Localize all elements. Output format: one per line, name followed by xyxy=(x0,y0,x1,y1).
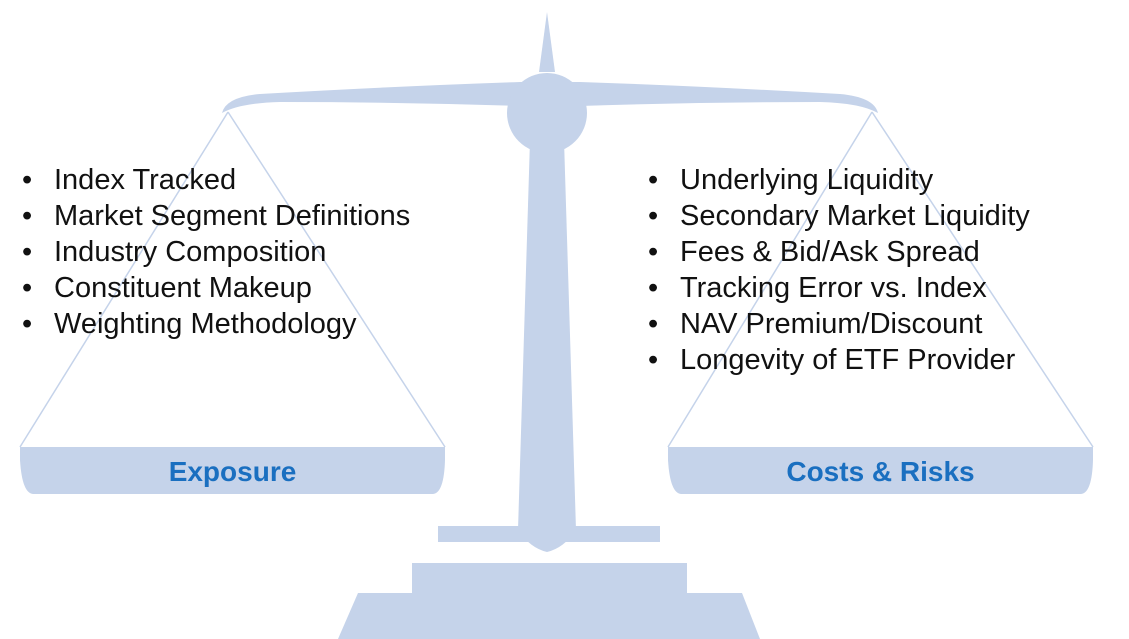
list-item: Tracking Error vs. Index xyxy=(640,270,1129,306)
exposure-label: Exposure xyxy=(168,456,297,487)
costs-risks-label: Costs & Risks xyxy=(786,456,975,487)
scale-base-top xyxy=(438,526,660,542)
list-item: Longevity of ETF Provider xyxy=(640,342,1129,378)
scale-column xyxy=(518,140,576,552)
list-item: Constituent Makeup xyxy=(14,270,454,306)
list-item: Market Segment Definitions xyxy=(14,198,454,234)
costs-risks-list: Underlying Liquidity Secondary Market Li… xyxy=(640,162,1129,378)
scale-pivot xyxy=(507,73,587,153)
list-item: Secondary Market Liquidity xyxy=(640,198,1129,234)
list-item: NAV Premium/Discount xyxy=(640,306,1129,342)
scale-base-bottom xyxy=(338,593,760,639)
scale-base-middle xyxy=(412,563,687,593)
list-item: Underlying Liquidity xyxy=(640,162,1129,198)
list-item: Weighting Methodology xyxy=(14,306,454,342)
exposure-list: Index Tracked Market Segment Definitions… xyxy=(14,162,454,342)
list-item: Index Tracked xyxy=(14,162,454,198)
left-pan xyxy=(20,447,445,494)
scale-spire xyxy=(539,12,555,72)
list-item: Fees & Bid/Ask Spread xyxy=(640,234,1129,270)
right-pan xyxy=(668,447,1093,494)
list-item: Industry Composition xyxy=(14,234,454,270)
